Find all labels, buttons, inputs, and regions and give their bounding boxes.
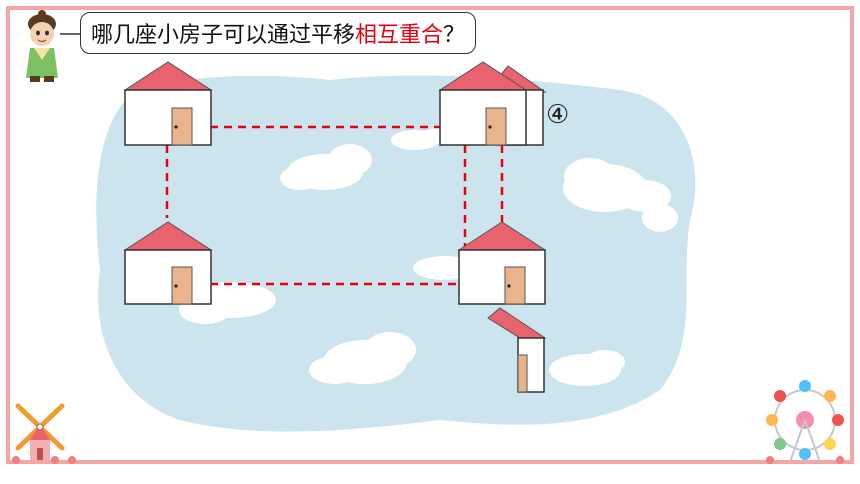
question-text: 哪几座小房子可以通过平移	[91, 23, 356, 48]
ferris-wheel-icon	[766, 380, 844, 463]
windmill-icon	[15, 403, 65, 460]
cloud	[549, 350, 625, 386]
cloud	[642, 204, 678, 232]
cloud	[280, 144, 372, 190]
student-character-icon	[26, 10, 80, 82]
house-number-label: ④	[546, 100, 570, 130]
island-background	[96, 75, 696, 432]
cloud	[309, 332, 416, 384]
question-bubble: 哪几座小房子可以通过平移相互重合？	[80, 12, 477, 54]
house-top-left	[123, 61, 213, 146]
house-bottom-left	[123, 221, 213, 305]
house-top-right	[438, 61, 528, 146]
question-highlight: 相互重合	[355, 23, 444, 48]
house-rotated-lower	[487, 307, 547, 393]
slide-frame	[6, 6, 854, 464]
cloud	[563, 158, 671, 212]
house-bottom-right	[457, 221, 547, 305]
question-mark: ？	[443, 23, 466, 48]
